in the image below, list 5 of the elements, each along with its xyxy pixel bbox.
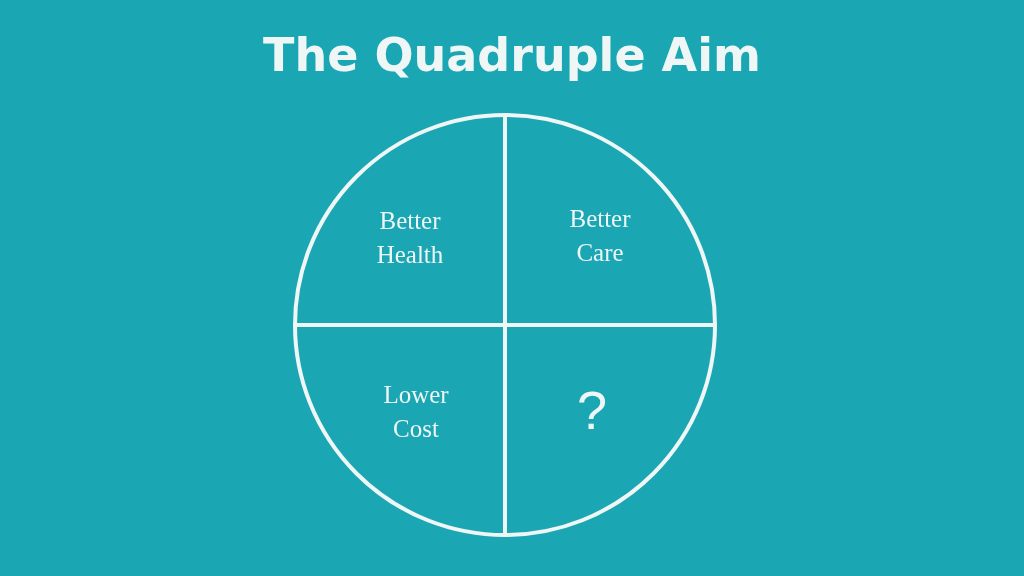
quadrant-label: Lower Cost	[361, 378, 471, 446]
quadrant-label: Better Health	[355, 204, 465, 272]
title: The Quadruple Aim	[262, 28, 762, 82]
quadrant-label: Better Care	[545, 202, 655, 270]
quadrant-label: ?	[537, 379, 647, 441]
